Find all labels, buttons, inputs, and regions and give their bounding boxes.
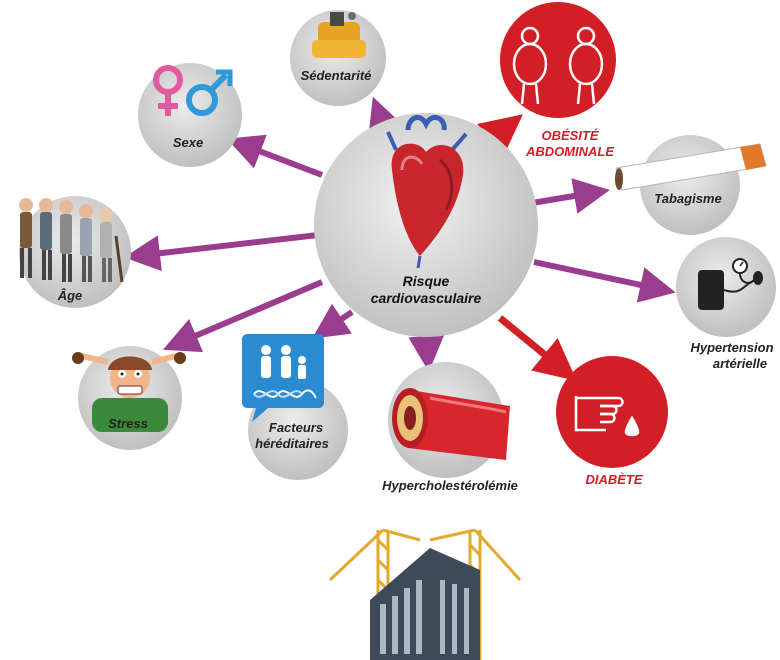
center-label-line2: cardiovasculaire: [371, 290, 482, 306]
label-age: Âge: [57, 288, 83, 303]
artery-icon: [392, 388, 510, 460]
armchair-icon: [312, 12, 366, 58]
obese-people-icon: [512, 26, 604, 105]
arrow-age: [124, 232, 319, 272]
finger-drop-icon: [574, 396, 640, 437]
label-tabagisme: Tabagisme: [654, 191, 721, 206]
node-obesite: OBÉSITÉ ABDOMINALE: [500, 2, 616, 159]
arrow-stress: [162, 279, 324, 353]
family-dna-icon: [242, 334, 324, 422]
blood-pressure-monitor-icon: [698, 258, 763, 310]
building-windows: [380, 580, 469, 654]
label-diabete: DIABÈTE: [585, 472, 642, 487]
arrow-diabete: [497, 315, 577, 381]
label-hypercholesterolemie: Hypercholestérolémie: [382, 478, 518, 493]
arrow-tabagisme: [531, 178, 610, 214]
gender-icon: [153, 65, 233, 116]
node-hypertension: Hypertension artérielle: [676, 237, 776, 371]
node-age: Âge: [19, 196, 131, 308]
center-label-line1: Risque: [403, 273, 450, 289]
center-node: Risque cardiovasculaire: [314, 113, 538, 337]
label-obesite-line1: OBÉSITÉ: [541, 128, 598, 143]
label-facteurs-line2: héréditaires: [255, 436, 329, 451]
label-sexe: Sexe: [173, 135, 203, 150]
elderly-people-icon: [19, 198, 124, 283]
node-diabete: DIABÈTE: [556, 356, 668, 487]
arrow-facteurs: [312, 303, 354, 339]
construction-building-logo: [328, 528, 522, 660]
cigarette-icon: [615, 143, 767, 191]
label-hypertension-line1: Hypertension: [690, 340, 773, 355]
label-sedentarite: Sédentarité: [301, 68, 372, 83]
node-sexe: Sexe: [138, 63, 242, 167]
node-facteurs: Facteurs héréditaires: [242, 334, 348, 480]
arrow-sexe: [226, 134, 324, 178]
node-tabagisme: Tabagisme: [615, 135, 767, 235]
label-facteurs-line1: Facteurs: [269, 420, 323, 435]
label-hypertension-line2: artérielle: [713, 356, 767, 371]
node-hypercholesterolemie: Hypercholestérolémie: [382, 362, 518, 493]
stressed-person-icon: [72, 352, 186, 432]
node-sedentarite: Sédentarité: [290, 10, 386, 106]
label-stress: Stress: [108, 416, 148, 431]
heart-icon: [386, 114, 468, 269]
label-obesite-line2: ABDOMINALE: [525, 144, 614, 159]
arrow-hypertension: [533, 259, 676, 303]
node-stress: Stress: [72, 346, 186, 450]
